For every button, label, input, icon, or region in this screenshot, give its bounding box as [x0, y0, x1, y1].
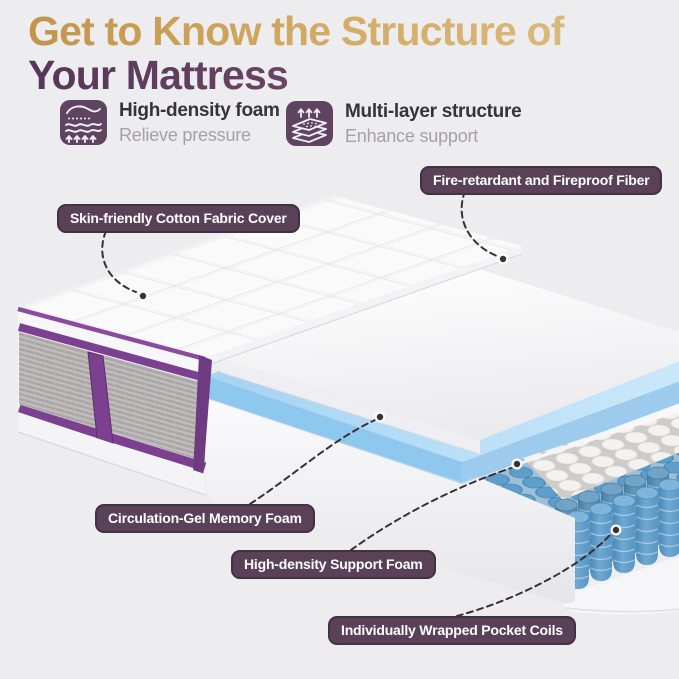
quilted-cover-side — [17, 306, 212, 496]
callout-line-support — [350, 467, 512, 551]
feature-title: High-density foam — [119, 100, 280, 121]
callout-dot-support — [511, 458, 523, 470]
label-fireproof-fiber: Fire-retardant and Fireproof Fiber — [420, 166, 663, 195]
coil-base — [562, 556, 679, 615]
callout-dot-cover — [137, 290, 149, 302]
purple-piping — [17, 306, 206, 362]
label-pocket-coils: Individually Wrapped Pocket Coils — [328, 616, 576, 645]
label-cotton-fabric-cover: Skin-friendly Cotton Fabric Cover — [57, 204, 300, 233]
label-support-foam: High-density Support Foam — [231, 550, 436, 579]
feature-multi-layer: Multi-layer structure Enhance support — [286, 101, 522, 147]
callout-dots — [137, 253, 622, 536]
page-title: Get to Know the Structure of Your Mattre… — [28, 8, 566, 98]
callout-connectors — [101, 190, 611, 617]
callout-line-gel — [249, 419, 376, 505]
multi-layer-icon — [286, 101, 333, 146]
label-gel-memory-foam: Circulation-Gel Memory Foam — [95, 504, 315, 533]
feature-title: Multi-layer structure — [345, 101, 522, 122]
foam-pressure-icon — [60, 100, 107, 145]
callout-line-coils — [456, 534, 611, 617]
feature-subtitle: Relieve pressure — [119, 124, 251, 145]
fiber-layer — [219, 266, 679, 455]
callout-dot-coils — [610, 524, 622, 536]
pocket-coils — [480, 406, 679, 615]
title-line-2: Your Mattress — [28, 52, 288, 98]
callout-line-cover — [101, 230, 137, 293]
feature-high-density-foam: High-density foam Relieve pressure — [60, 100, 280, 146]
knit-side-panel — [19, 332, 205, 462]
title-line-1: Get to Know the Structure of — [28, 8, 565, 54]
callout-dot-fiber — [497, 253, 509, 265]
support-foam — [205, 397, 679, 604]
cut-edge-trim — [193, 355, 212, 478]
callout-dot-gel — [374, 411, 386, 423]
feature-subtitle: Enhance support — [345, 125, 479, 146]
